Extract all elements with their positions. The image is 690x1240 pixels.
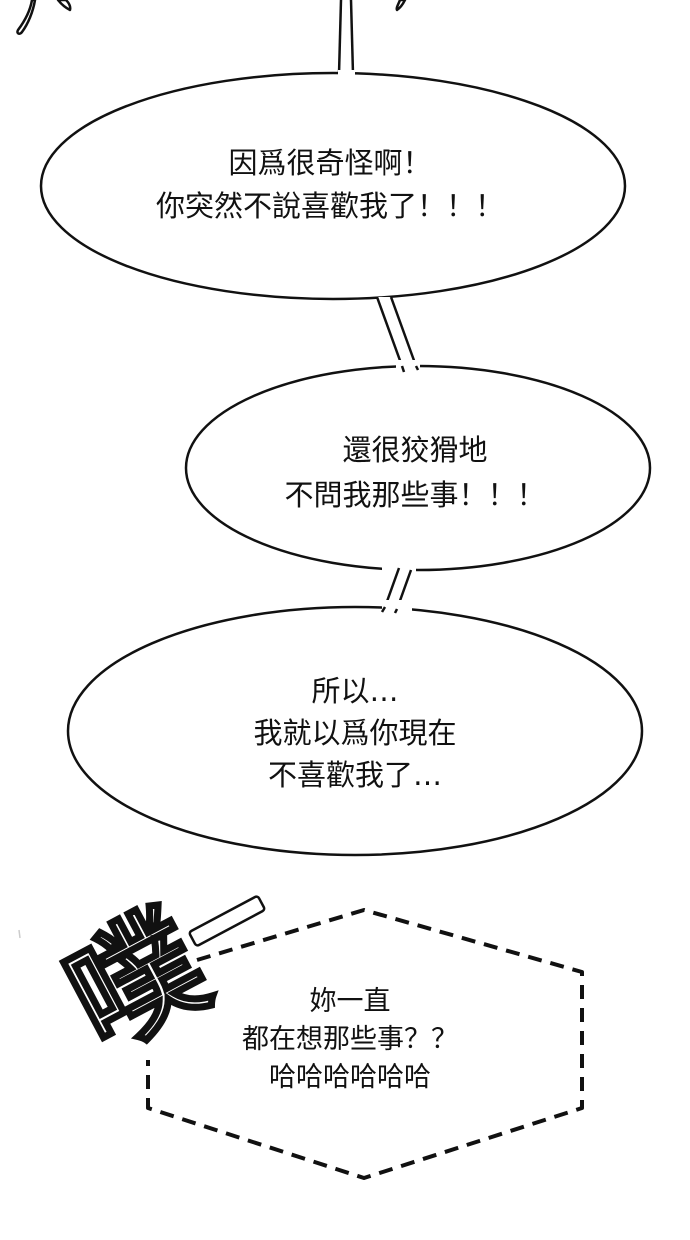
bubble-3-line-2: 我就以爲你現在 [253, 716, 457, 750]
bubble-connector-1-2 [375, 296, 418, 367]
bubble-4-text: 妳一直 都在想那些事？？ 哈哈哈哈哈哈 [200, 983, 500, 1097]
bubble-4-line-2: 都在想那些事？？ [242, 1024, 458, 1055]
speech-bubble-2 [184, 360, 652, 572]
bubble-1-line-2: 你突然不說喜歡我了！！！ [155, 189, 504, 223]
speech-bubble-1 [39, 0, 627, 301]
bubble-3-line-1: 所以… [311, 674, 399, 708]
bubble-3-text: 所以… 我就以爲你現在 不喜歡我了… [200, 670, 510, 796]
speech-bubble-3 [66, 600, 644, 857]
speech-bubble-4-dashed [146, 908, 584, 1180]
bubble-1-line-1: 因爲很奇怪啊！ [228, 146, 432, 180]
bubble-1-text: 因爲很奇怪啊！ 你突然不說喜歡我了！！！ [120, 142, 540, 228]
bubble-3-line-3: 不喜歡我了… [267, 758, 442, 792]
bubble-4-line-1: 妳一直 [309, 986, 391, 1017]
bubble-2-line-2: 不問我那些事！！！ [284, 478, 546, 512]
hair-strokes [16, 0, 407, 35]
bubble-4-line-3: 哈哈哈哈哈哈 [269, 1062, 431, 1093]
bubble-2-text: 還很狡猾地 不問我那些事！！！ [255, 428, 575, 518]
faint-marks [18, 929, 21, 939]
bubble-2-line-1: 還很狡猾地 [342, 433, 488, 467]
